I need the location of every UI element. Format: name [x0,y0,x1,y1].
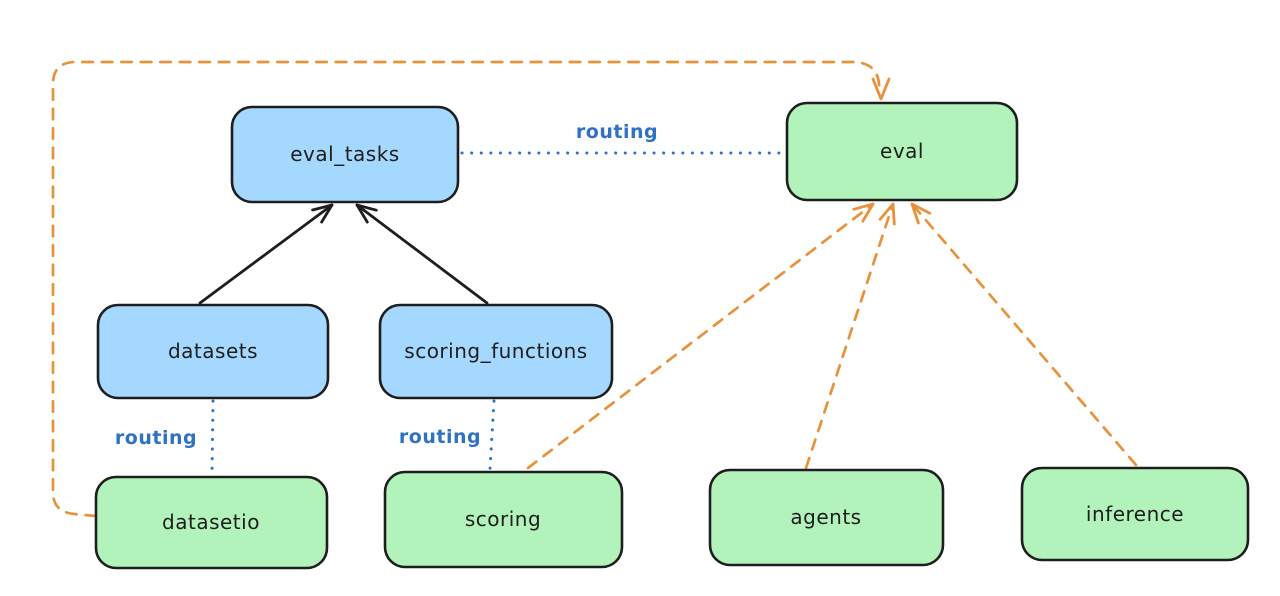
node-scoring-functions: scoring_functions [378,303,614,400]
node-datasetio-label: datasetio [162,510,260,534]
node-agents: agents [708,468,945,567]
edge-label-routing-top: routing [576,121,658,143]
edge-datasets-to-eval-tasks [198,203,334,305]
edge-routing-datasets-to-datasetio [210,399,215,476]
edge-inference-to-eval [910,202,1138,467]
node-scoring: scoring [383,470,624,569]
arrowhead-scoring-functions-to-eval-tasks [355,203,378,224]
arrowhead-inference-to-eval [910,202,932,225]
node-agents-label: agents [790,505,861,529]
node-scoring-box [383,470,624,569]
edge-label-routing-middle: routing [399,426,481,448]
node-scoring-functions-label: scoring_functions [404,339,587,363]
node-datasets-box [96,303,330,400]
node-eval-tasks: eval_tasks [230,105,460,204]
edge-label-routing-left: routing [115,427,197,449]
node-datasetio-box [94,475,329,570]
node-inference-label: inference [1086,502,1184,526]
arrowhead-datasetio-to-eval [871,77,891,101]
node-inference: inference [1020,466,1250,562]
edge-datasetio-to-eval-loop [51,60,883,518]
edge-scoring-functions-to-eval-tasks [355,203,489,305]
node-datasets-label: datasets [168,339,258,363]
node-eval-tasks-label: eval_tasks [290,142,399,166]
edge-routing-scoring-functions-to-scoring [488,399,496,471]
node-scoring-functions-box [378,303,614,400]
arrowhead-scoring-to-eval [852,202,875,223]
node-eval-label: eval [880,139,924,163]
node-datasets: datasets [96,303,330,400]
node-eval: eval [785,101,1019,202]
node-eval-box [785,101,1019,202]
edge-agents-to-eval [804,202,895,470]
node-scoring-label: scoring [465,507,541,531]
node-agents-box [708,468,945,567]
node-eval-tasks-box [230,105,460,204]
arrowhead-agents-to-eval [878,202,896,226]
node-inference-box [1020,466,1250,562]
node-datasetio: datasetio [94,475,329,570]
arrowhead-datasets-to-eval-tasks [311,203,334,224]
edge-scoring-to-eval [526,202,875,470]
